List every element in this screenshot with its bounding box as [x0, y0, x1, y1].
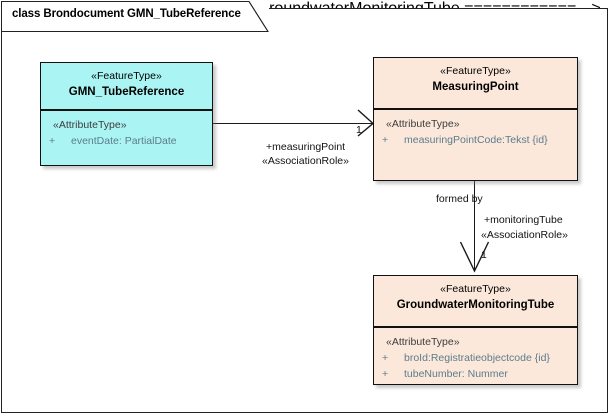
- diagram-title-label: class Brondocument GMN_TubeReference: [12, 8, 241, 20]
- diagram-title-tab: class Brondocument GMN_TubeReference: [1, 1, 269, 32]
- attribute-row: + eventDate: PartialDate: [41, 133, 212, 149]
- class-attributes-gmn-tube-reference: «AttributeType» + eventDate: PartialDate: [41, 111, 212, 153]
- class-name: MeasuringPoint: [432, 81, 519, 93]
- multiplicity-measuring-point: 1: [356, 124, 362, 136]
- open-arrowhead-down-icon: [459, 241, 490, 273]
- class-header-measuring-point: «FeatureType» MeasuringPoint: [374, 58, 577, 108]
- class-stereotype: «FeatureType»: [440, 65, 511, 77]
- attribute-stereotype: «AttributeType»: [386, 335, 460, 348]
- role-stereotype-measuring-point: «AssociationRole»: [262, 155, 349, 167]
- attribute-visibility: +: [382, 133, 389, 146]
- attribute-stereotype: «AttributeType»: [386, 117, 460, 130]
- class-name: GMN_TubeReference: [68, 86, 185, 98]
- class-name: GroundwaterMonitoringTube: [396, 299, 555, 311]
- association-line-measuring-point: [213, 123, 373, 125]
- attribute-text: tubeNumber: Nummer: [404, 367, 508, 380]
- multiplicity-monitoring-tube: 1: [481, 249, 487, 261]
- attribute-text: eventDate: PartialDate: [71, 134, 177, 147]
- class-stereotype: «FeatureType»: [91, 70, 162, 82]
- association-line-monitoring-tube: [474, 181, 476, 271]
- class-box-measuring-point[interactable]: «FeatureType» MeasuringPoint «AttributeT…: [373, 57, 578, 181]
- class-header-gmn-tube-reference: «FeatureType» GMN_TubeReference: [41, 63, 212, 109]
- class-compartment-divider: [374, 108, 577, 110]
- attribute-text: measuringPointCode:Tekst {id}: [404, 133, 548, 146]
- attribute-row: + measuringPointCode:Tekst {id}: [374, 132, 577, 148]
- attribute-visibility: +: [49, 134, 56, 147]
- attribute-row: + broId:Registratieobjectcode {id}: [374, 350, 577, 366]
- attribute-text: broId:Registratieobjectcode {id}: [404, 351, 550, 364]
- class-box-groundwater-monitoring-tube[interactable]: «FeatureType» GroundwaterMonitoringTube …: [373, 275, 578, 385]
- class-box-gmn-tube-reference[interactable]: «FeatureType» GMN_TubeReference «Attribu…: [40, 62, 213, 166]
- role-stereotype-monitoring-tube: «AssociationRole»: [481, 229, 568, 241]
- attribute-visibility: +: [382, 367, 389, 380]
- attribute-visibility: +: [382, 351, 389, 364]
- title-tab-shape: [1, 1, 269, 32]
- class-header-groundwater-monitoring-tube: «FeatureType» GroundwaterMonitoringTube: [374, 276, 577, 326]
- attribute-row: + tubeNumber: Nummer: [374, 366, 577, 382]
- association-label-formed-by: formed by: [436, 193, 483, 205]
- class-compartment-divider: [41, 109, 212, 111]
- class-stereotype: «FeatureType»: [440, 283, 511, 295]
- class-attributes-groundwater-monitoring-tube: «AttributeType» + broId:Registratieobject…: [374, 328, 577, 386]
- attribute-stereotype: «AttributeType»: [53, 118, 127, 131]
- role-label-monitoring-tube: +monitoringTube: [484, 214, 563, 226]
- class-compartment-divider: [374, 326, 577, 328]
- class-attributes-measuring-point: «AttributeType» + measuringPointCode:Teks…: [374, 110, 577, 152]
- role-label-measuring-point: +measuringPoint: [266, 141, 346, 153]
